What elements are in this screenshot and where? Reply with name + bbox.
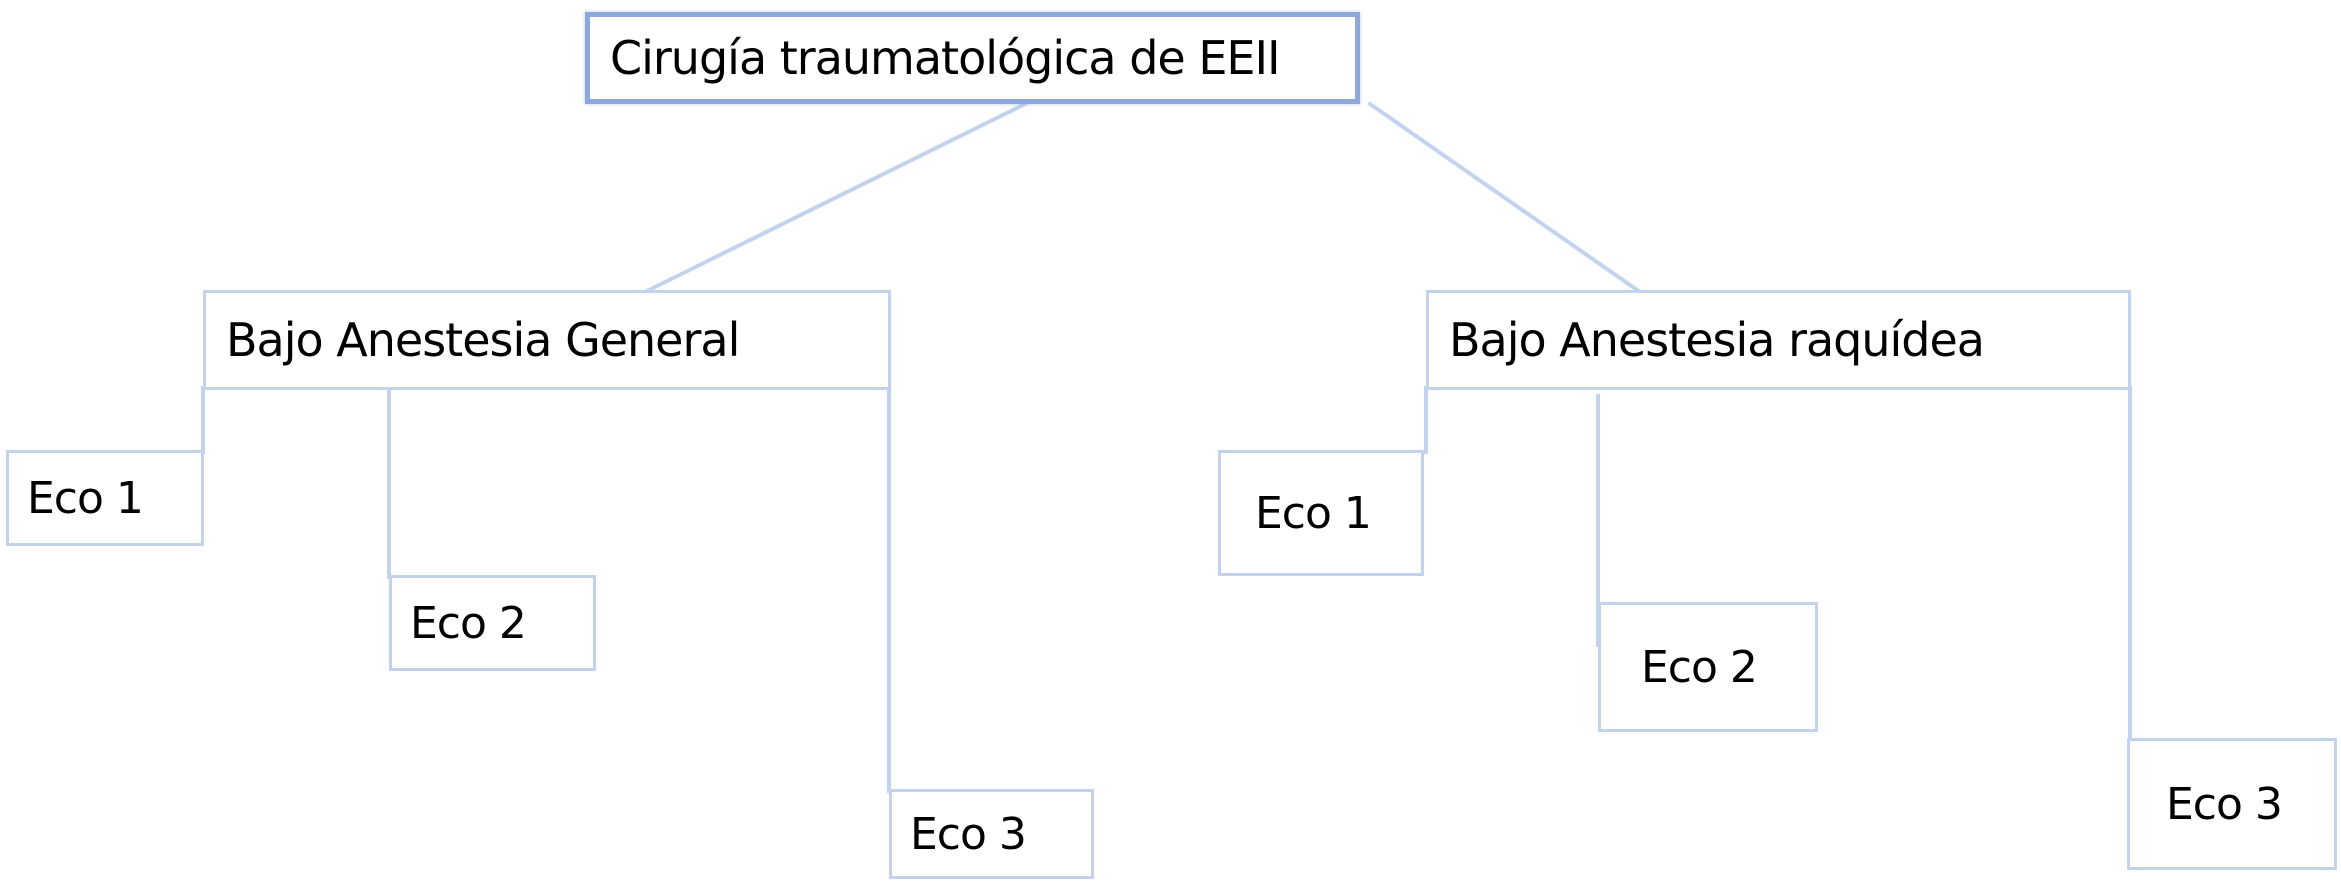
leaf-label: Eco 1 [27,472,144,524]
leaf-label: Eco 2 [410,597,527,649]
connector-root-to-raquidea [1367,101,1643,295]
leaf-label: Eco 3 [910,808,1027,860]
leaf-node-general-eco1: Eco 1 [6,450,204,546]
leaf-label: Eco 1 [1255,487,1372,539]
connector-root-to-general [642,101,1028,295]
branch-label-raquidea: Bajo Anestesia raquídea [1449,313,1985,367]
branch-label-general: Bajo Anestesia General [226,313,740,367]
root-node: Cirugía traumatológica de EEII [585,12,1360,104]
leaf-node-general-eco3: Eco 3 [889,789,1094,879]
leaf-label: Eco 2 [1641,641,1758,693]
root-label: Cirugía traumatológica de EEII [610,31,1281,85]
leaf-node-general-eco2: Eco 2 [389,575,596,671]
branch-node-raquidea: Bajo Anestesia raquídea [1426,290,2131,390]
branch-node-general: Bajo Anestesia General [203,290,891,390]
leaf-node-raquidea-eco1: Eco 1 [1218,450,1424,576]
leaf-node-raquidea-eco2: Eco 2 [1598,602,1818,732]
leaf-label: Eco 3 [2166,778,2283,830]
leaf-node-raquidea-eco3: Eco 3 [2127,738,2337,870]
